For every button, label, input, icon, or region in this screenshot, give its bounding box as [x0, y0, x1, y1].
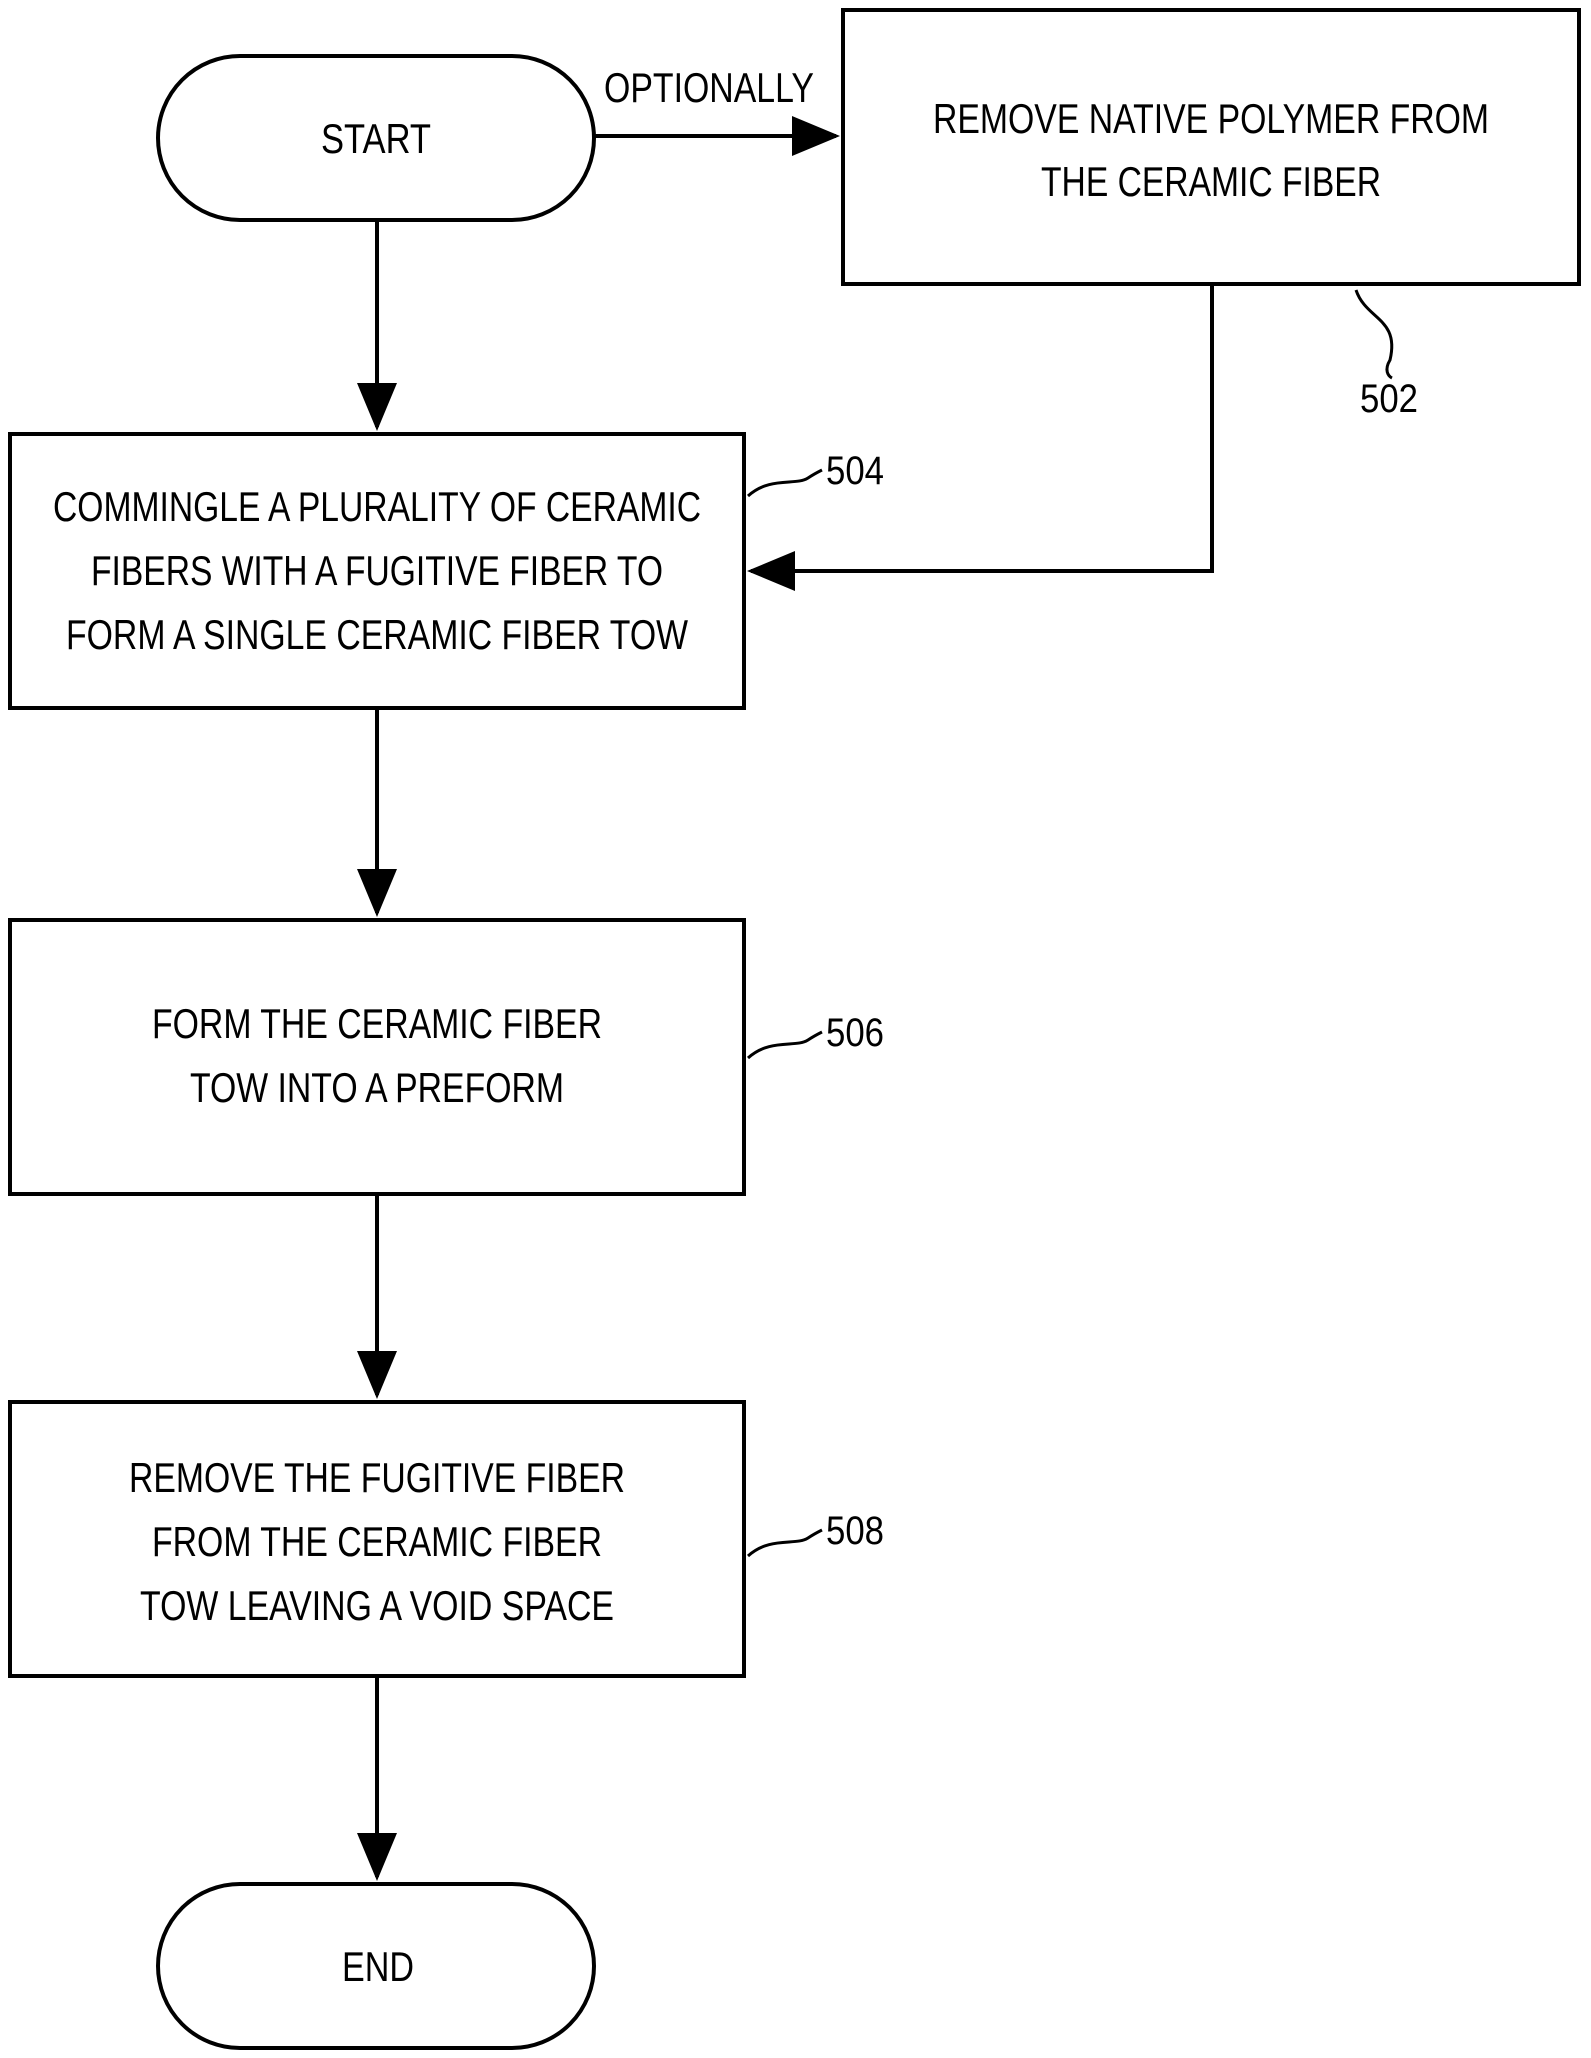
ref-504-number: 504: [826, 449, 884, 493]
step-504-line-2: FIBERS WITH A FUGITIVE FIBER TO: [91, 547, 663, 594]
ref-502-number: 502: [1360, 377, 1418, 421]
step-506-box: FORM THE CERAMIC FIBER TOW INTO A PREFOR…: [10, 920, 744, 1194]
step-504-line-1: COMMINGLE A PLURALITY OF CERAMIC: [53, 483, 701, 530]
ref-508-leader: [748, 1530, 822, 1556]
start-label: START: [321, 115, 431, 162]
optionally-label: OPTIONALLY: [604, 64, 814, 111]
start-terminal: START: [158, 56, 594, 220]
ref-504: 504: [748, 449, 884, 496]
step-502-line-2: THE CERAMIC FIBER: [1041, 158, 1381, 205]
step-504-line-3: FORM A SINGLE CERAMIC FIBER TOW: [66, 611, 688, 658]
ref-508-number: 508: [826, 1509, 884, 1553]
step-506-line-1: FORM THE CERAMIC FIBER: [152, 1000, 602, 1047]
step-508-line-1: REMOVE THE FUGITIVE FIBER: [129, 1454, 625, 1501]
step-506-line-2: TOW INTO A PREFORM: [190, 1064, 564, 1111]
step-504-box: COMMINGLE A PLURALITY OF CERAMIC FIBERS …: [10, 434, 744, 708]
end-label: END: [342, 1943, 414, 1990]
ref-506-number: 506: [826, 1011, 884, 1055]
step-508-line-3: TOW LEAVING A VOID SPACE: [140, 1582, 614, 1629]
end-terminal: END: [158, 1884, 594, 2048]
ref-506-leader: [748, 1032, 822, 1058]
step-508-line-2: FROM THE CERAMIC FIBER: [152, 1518, 602, 1565]
ref-504-leader: [748, 470, 822, 496]
step-502-box: REMOVE NATIVE POLYMER FROM THE CERAMIC F…: [843, 10, 1579, 284]
arrow-502-to-504: [751, 284, 1212, 571]
step-502-line-1: REMOVE NATIVE POLYMER FROM: [933, 95, 1489, 142]
ref-502-leader: [1356, 290, 1392, 378]
ref-502: 502: [1356, 290, 1418, 421]
step-508-box: REMOVE THE FUGITIVE FIBER FROM THE CERAM…: [10, 1402, 744, 1676]
ref-506: 506: [748, 1011, 884, 1058]
ref-508: 508: [748, 1509, 884, 1556]
